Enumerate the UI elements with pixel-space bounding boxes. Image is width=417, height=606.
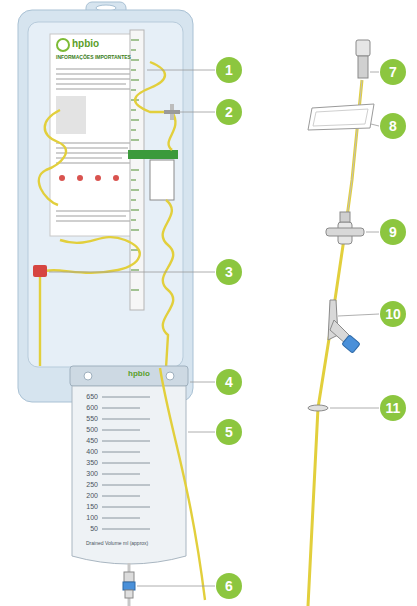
luer-connector — [356, 40, 370, 78]
scale-value: 50 — [78, 525, 98, 532]
scale-value: 300 — [78, 470, 98, 477]
scale-value: 550 — [78, 415, 98, 422]
callout-number: 8 — [380, 113, 406, 139]
callout-text: 8 — [389, 118, 397, 134]
card-heading: INFORMAÇÕES IMPORTANTES — [56, 55, 138, 60]
yellow-tube — [160, 368, 205, 600]
scale-value: 100 — [78, 514, 98, 521]
callout-number: 11 — [380, 395, 406, 421]
package-tray — [18, 10, 193, 402]
callout-text: 11 — [386, 400, 401, 416]
callout-number: 6 — [216, 573, 242, 599]
yellow-tubing — [39, 62, 176, 368]
tray-well — [28, 22, 183, 367]
callout-text: 3 — [225, 264, 233, 280]
stopcock — [164, 104, 180, 120]
callout-text: 1 — [225, 62, 233, 78]
brand-logo: hpbio — [128, 370, 150, 378]
scale-value: 150 — [78, 503, 98, 510]
callout-text: 7 — [389, 64, 397, 80]
callout-number: 1 — [216, 57, 242, 83]
suture-ring — [308, 405, 328, 411]
brand-logo: hpbio — [72, 39, 99, 50]
bag-scale — [102, 397, 150, 529]
drain-connector — [123, 572, 135, 598]
callout-text: 6 — [225, 578, 233, 594]
warning-icons — [59, 175, 119, 181]
manifold-scale — [150, 160, 174, 200]
callout-number: 10 — [380, 301, 406, 327]
callout-text: 5 — [225, 424, 233, 440]
callout-number: 2 — [216, 99, 242, 125]
catheter-line — [308, 80, 362, 606]
callout-number: 7 — [380, 59, 406, 85]
column-ticks — [131, 40, 139, 290]
green-manifold — [128, 150, 178, 159]
scale-value: 500 — [78, 426, 98, 433]
fixation-flag — [308, 104, 374, 130]
three-way-stopcock — [326, 212, 364, 244]
scale-value: 350 — [78, 459, 98, 466]
scale-caption: Drained Volume ml (approx) — [86, 541, 148, 546]
leader-lines — [49, 70, 379, 586]
catheter-sheath — [345, 80, 362, 232]
callout-text: 9 — [389, 224, 397, 240]
info-card — [50, 34, 142, 236]
bag-hanger — [70, 366, 188, 386]
graduated-column — [130, 30, 144, 310]
scale-value: 450 — [78, 437, 98, 444]
logo-ring — [57, 39, 69, 51]
scale-value: 400 — [78, 448, 98, 455]
scale-value: 200 — [78, 492, 98, 499]
scale-value: 600 — [78, 404, 98, 411]
callout-number: 5 — [216, 419, 242, 445]
scale-value: 250 — [78, 481, 98, 488]
callout-number: 3 — [216, 259, 242, 285]
callout-text: 10 — [385, 306, 401, 322]
callout-text: 2 — [225, 104, 233, 120]
callout-number: 4 — [216, 369, 242, 395]
red-clamp — [33, 265, 47, 277]
fine-print — [56, 68, 134, 222]
y-port — [328, 300, 360, 353]
scale-value: 650 — [78, 393, 98, 400]
callout-text: 4 — [225, 374, 233, 390]
callout-number: 9 — [380, 219, 406, 245]
